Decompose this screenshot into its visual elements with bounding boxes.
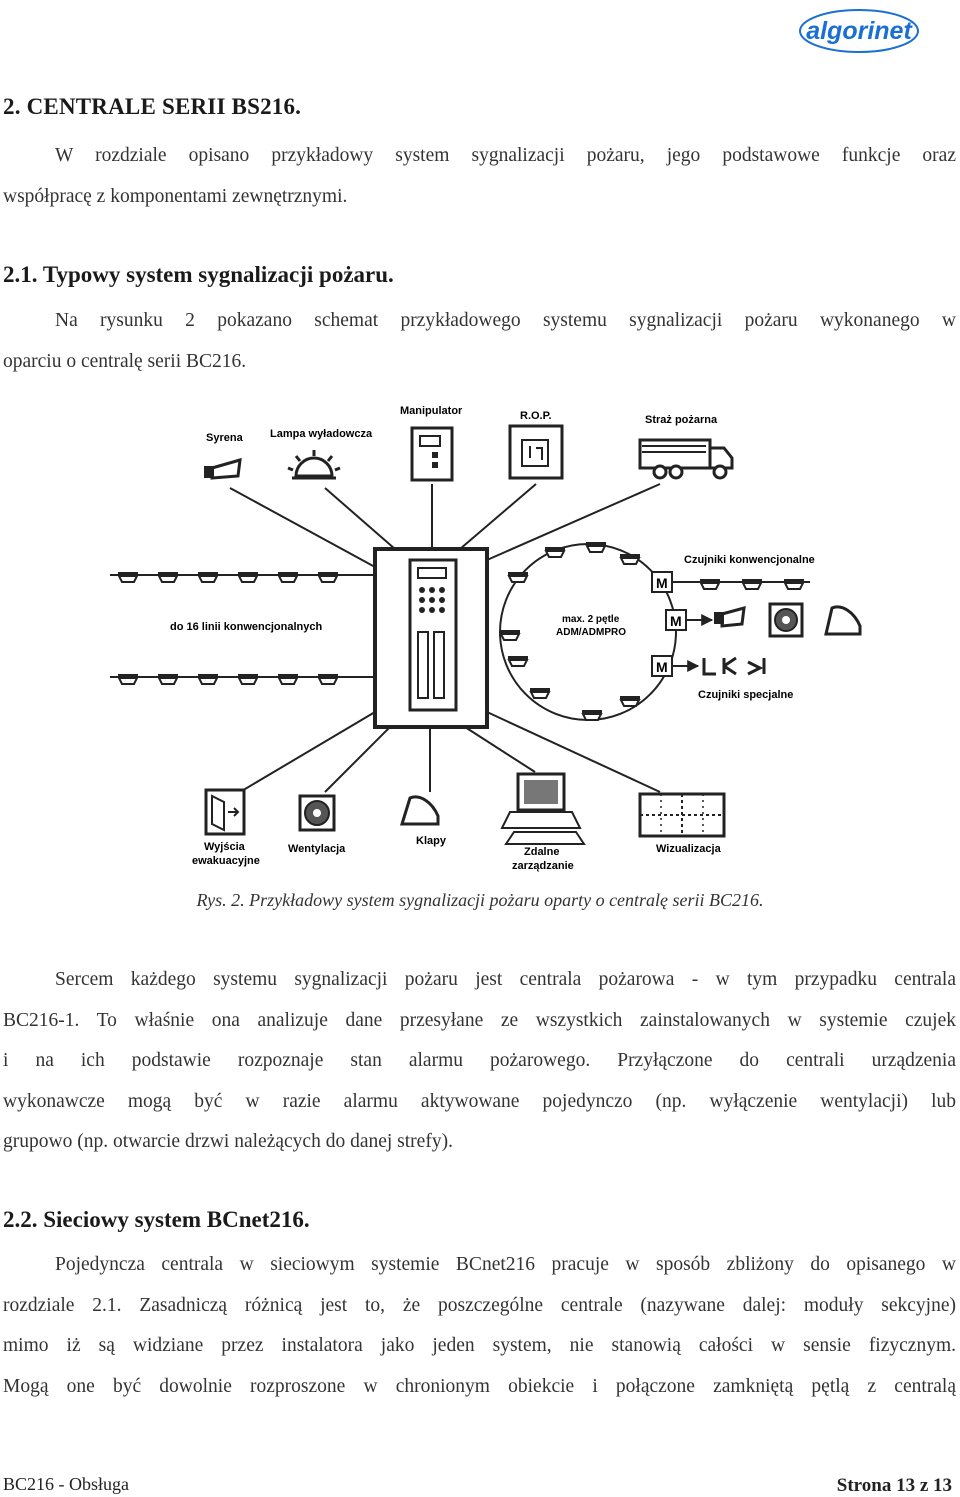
manipulator-icon	[410, 426, 454, 482]
fire-alarm-system-diagram: Syrena Lampa wyładowcza Manipulator R.O.…	[110, 405, 862, 872]
label-klapy: Klapy	[416, 835, 447, 847]
label-wyjscia-2: ewakuacyjne	[192, 855, 260, 867]
paragraph-line: W rozdziale opisano przykładowy system s…	[55, 145, 956, 166]
label-wyjscia-1: Wyjścia	[204, 841, 246, 853]
body-paragraph-bcnet: Pojedyncza centrala w sieciowym systemie…	[3, 1245, 956, 1407]
label-straz: Straż pożarna	[645, 414, 718, 426]
evacuation-exit-icon	[204, 788, 246, 836]
section-heading-sieciowy: 2.2. Sieciowy system BCnet216.	[3, 1207, 310, 1232]
footer-document-title: BC216 - Obsługa	[3, 1474, 129, 1494]
label-petle-1: max. 2 pętle	[562, 614, 620, 625]
conventional-line-1	[117, 571, 339, 583]
paragraph-line: współpracę z komponentami zewnętrznymi.	[3, 185, 348, 207]
paragraph-line: Pojedyncza centrala w sieciowym systemie…	[55, 1254, 956, 1275]
module-2: M	[665, 609, 687, 631]
label-czujniki-spec: Czujniki specjalne	[698, 689, 793, 701]
section-heading-centrale: 2. CENTRALE SERII BS216.	[3, 94, 302, 119]
control-panel-icon	[373, 547, 489, 729]
section-heading-typowy: 2.1. Typowy system sygnalizacji pożaru.	[3, 262, 394, 287]
footer-page-number: Strona 13 z 13	[836, 1475, 952, 1496]
module-3: M	[651, 655, 673, 677]
remote-management-computer-icon	[500, 772, 586, 845]
conventional-line-2	[117, 673, 339, 685]
label-linie: do 16 linii konwencjonalnych	[170, 621, 322, 633]
paragraph-line: grupowo (np. otwarcie drzwi należących d…	[3, 1131, 453, 1152]
figure-intro-paragraph: Na rysunku 2 pokazano schemat przykładow…	[3, 301, 956, 382]
paragraph-line: i na ich podstawie rozpoznaje stan alarm…	[3, 1050, 956, 1071]
label-lampa: Lampa wyładowcza	[270, 428, 373, 440]
intro-paragraph: W rozdziale opisano przykładowy system s…	[3, 136, 956, 217]
siren-icon-right	[714, 605, 746, 628]
body-paragraph-centrala: Sercem każdego systemu sygnalizacji poża…	[3, 960, 956, 1163]
special-detectors-icon	[702, 656, 766, 676]
svg-text:M: M	[656, 575, 668, 591]
visualization-icon	[638, 792, 726, 838]
label-zdalne-2: zarządzanie	[512, 860, 574, 872]
label-rop: R.O.P.	[520, 410, 552, 422]
paragraph-line: wykonawcze mogą być w razie alarmu aktyw…	[3, 1090, 956, 1112]
module-1: M	[651, 571, 673, 593]
paragraph-line: Sercem każdego systemu sygnalizacji poża…	[55, 969, 956, 990]
ventilation-icon	[298, 794, 336, 832]
paragraph-line: oparciu o centralę serii BC216.	[3, 350, 247, 372]
svg-text:M: M	[656, 659, 668, 675]
paragraph-line: mimo iż są widziane przez instalatora ja…	[3, 1335, 956, 1356]
label-zdalne-1: Zdalne	[524, 846, 559, 858]
paragraph-line: rozdziale 2.1. Zasadniczą różnicą jest t…	[3, 1294, 956, 1316]
damper-icon	[399, 795, 440, 826]
paragraph-line: Na rysunku 2 pokazano schemat przykładow…	[55, 310, 956, 331]
algorinet-logo: algorinet	[799, 9, 919, 53]
label-czujniki-konw: Czujniki konwencjonalne	[684, 554, 815, 566]
fan-icon-right	[768, 602, 804, 638]
label-wentylacja: Wentylacja	[288, 843, 346, 855]
label-syrena: Syrena	[206, 432, 244, 444]
figure-caption: Rys. 2. Przykładowy system sygnalizacji …	[196, 890, 764, 910]
paragraph-line: BC216-1. To właśnie ona analizuje dane p…	[3, 1009, 956, 1031]
logo-text: algorinet	[806, 17, 913, 45]
siren-icon	[204, 457, 242, 480]
fire-truck-icon	[638, 438, 734, 480]
svg-text:M: M	[670, 613, 682, 629]
paragraph-line: Mogą one być dowolnie rozproszone w chro…	[3, 1375, 956, 1397]
label-petle-2: ADM/ADMPRO	[556, 627, 626, 638]
manual-call-point-icon	[508, 424, 564, 480]
damper-icon-right	[824, 605, 862, 636]
label-manipulator: Manipulator	[400, 405, 463, 417]
conventional-detectors-right	[699, 578, 805, 590]
label-wizualizacja: Wizualizacja	[656, 843, 722, 855]
discharge-lamp-icon	[287, 450, 341, 480]
adm-loop: max. 2 pętle ADM/ADMPRO	[499, 541, 677, 721]
